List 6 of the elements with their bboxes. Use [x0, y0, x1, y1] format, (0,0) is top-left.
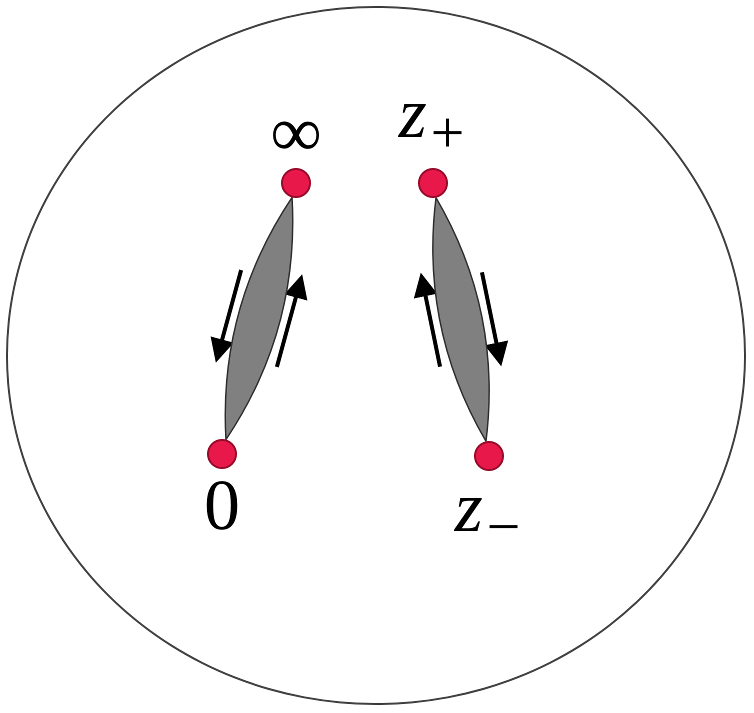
point-label: z$_{+}$ — [398, 76, 468, 167]
branch-cut-lens — [432, 196, 490, 442]
point-label: 0 — [204, 469, 240, 541]
circle-outline — [6, 6, 746, 705]
point-label: ∞ — [270, 96, 322, 168]
point-label: z$_{−}$ — [454, 471, 524, 562]
